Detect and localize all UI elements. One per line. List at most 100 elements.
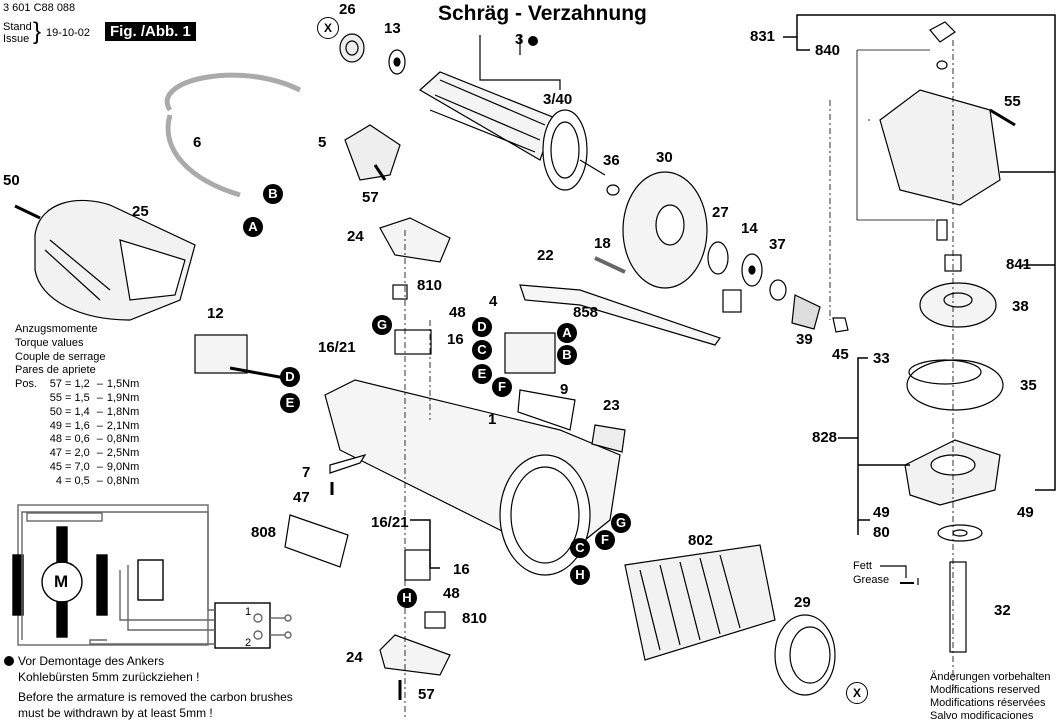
part-label-13[interactable]: 13 bbox=[384, 20, 401, 37]
torque-dash: – bbox=[96, 433, 103, 446]
part-label-55[interactable]: 55 bbox=[1004, 93, 1021, 110]
part-label-16-top[interactable]: 16 bbox=[447, 331, 464, 348]
torque-position: 45 bbox=[49, 460, 62, 473]
torque-row: 45=7,0–9,0Nm bbox=[15, 461, 142, 475]
part-label-26[interactable]: 26 bbox=[339, 1, 356, 18]
part-label-48-top[interactable]: 48 bbox=[449, 304, 466, 321]
part-label-47[interactable]: 47 bbox=[293, 489, 310, 506]
connector-d-switch[interactable]: D bbox=[472, 317, 492, 337]
part-label-36[interactable]: 36 bbox=[603, 152, 620, 169]
connector-b-switch[interactable]: B bbox=[557, 345, 577, 365]
torque-heading-de: Anzugsmomente bbox=[15, 323, 98, 335]
part-label-49-right[interactable]: 49 bbox=[1017, 504, 1034, 521]
part-label-48-bottom[interactable]: 48 bbox=[443, 585, 460, 602]
connector-f-switch[interactable]: F bbox=[492, 377, 512, 397]
connector-c-switch[interactable]: C bbox=[472, 340, 492, 360]
connector-b-cord[interactable]: B bbox=[263, 184, 283, 204]
part-label-16-21-bottom[interactable]: 16/21 bbox=[371, 514, 409, 531]
part-label-30[interactable]: 30 bbox=[656, 149, 673, 166]
part-label-57-top[interactable]: 57 bbox=[362, 189, 379, 206]
part-label-29[interactable]: 29 bbox=[794, 594, 811, 611]
torque-equals: = bbox=[65, 447, 72, 460]
connector-e-suppressor[interactable]: E bbox=[280, 393, 300, 413]
connector-a-cord[interactable]: A bbox=[243, 217, 263, 237]
part-label-33[interactable]: 33 bbox=[873, 350, 890, 367]
mod-de: Änderungen vorbehalten bbox=[930, 671, 1051, 683]
part-label-16-21-top[interactable]: 16/21 bbox=[318, 339, 356, 356]
torque-max: 1,5Nm bbox=[106, 378, 140, 391]
field-coil-802 bbox=[624, 544, 836, 696]
connector-d-suppressor[interactable]: D bbox=[280, 367, 300, 387]
part-label-1[interactable]: 1 bbox=[488, 411, 497, 428]
torque-max: 0,8Nm bbox=[106, 433, 140, 446]
torque-dash: – bbox=[96, 474, 103, 487]
fan-part-26 bbox=[339, 33, 406, 75]
part-label-25[interactable]: 25 bbox=[132, 203, 149, 220]
part-label-810-bottom[interactable]: 810 bbox=[462, 610, 488, 627]
connector-a-switch[interactable]: A bbox=[557, 323, 577, 343]
note-de-line1: Vor Demontage des Ankers bbox=[18, 654, 165, 668]
connector-f-field[interactable]: F bbox=[595, 530, 615, 550]
part-label-35[interactable]: 35 bbox=[1020, 377, 1037, 394]
part-label-49-left[interactable]: 49 bbox=[873, 504, 890, 521]
leader-lines bbox=[404, 40, 954, 720]
reference-marker-x-top[interactable]: X bbox=[317, 17, 339, 39]
part-label-4[interactable]: 4 bbox=[489, 293, 498, 310]
part-label-38[interactable]: 38 bbox=[1012, 298, 1029, 315]
torque-position: 47 bbox=[49, 447, 62, 460]
part-label-841[interactable]: 841 bbox=[1006, 256, 1032, 273]
part-label-12[interactable]: 12 bbox=[207, 305, 224, 322]
part-label-57-bottom[interactable]: 57 bbox=[418, 686, 435, 703]
part-label-14[interactable]: 14 bbox=[741, 220, 758, 237]
part-label-802[interactable]: 802 bbox=[688, 532, 714, 549]
connector-e-switch[interactable]: E bbox=[472, 364, 492, 384]
motor-symbol: M bbox=[54, 572, 69, 591]
part-label-828[interactable]: 828 bbox=[812, 429, 838, 446]
switch-cover-24 bbox=[194, 217, 721, 380]
part-label-27[interactable]: 27 bbox=[712, 204, 729, 221]
part-label-45[interactable]: 45 bbox=[832, 346, 849, 363]
part-label-7[interactable]: 7 bbox=[302, 464, 311, 481]
part-label-50[interactable]: 50 bbox=[3, 172, 20, 189]
part-label-18[interactable]: 18 bbox=[594, 235, 611, 252]
part-label-3-40[interactable]: 3/40 bbox=[543, 91, 573, 108]
part-label-858[interactable]: 858 bbox=[573, 304, 599, 321]
torque-equals: = bbox=[65, 405, 72, 418]
part-label-6[interactable]: 6 bbox=[193, 134, 202, 151]
torque-row: 55=1,5–1,9Nm bbox=[15, 392, 142, 406]
connector-g-field[interactable]: G bbox=[611, 513, 631, 533]
torque-position: 50 bbox=[49, 405, 62, 418]
bullet-icon bbox=[4, 656, 14, 666]
torque-row: 4=0,5–0,8Nm bbox=[15, 475, 142, 489]
part-label-808[interactable]: 808 bbox=[251, 524, 277, 541]
connector-c-field[interactable]: C bbox=[570, 538, 590, 558]
torque-heading-en: Torque values bbox=[15, 336, 84, 349]
part-label-5[interactable]: 5 bbox=[318, 134, 327, 151]
connector-h-brush[interactable]: H bbox=[397, 588, 417, 608]
part-label-810-top[interactable]: 810 bbox=[417, 277, 443, 294]
torque-position: 49 bbox=[49, 419, 62, 432]
part-label-24-top[interactable]: 24 bbox=[347, 228, 364, 245]
torque-row: 50=1,4–1,8Nm bbox=[15, 406, 142, 420]
part-label-3[interactable]: 3 bbox=[515, 31, 524, 48]
part-label-37[interactable]: 37 bbox=[769, 236, 786, 253]
torque-equals: = bbox=[65, 391, 72, 404]
connector-g-brush[interactable]: G bbox=[372, 315, 392, 335]
part-label-22[interactable]: 22 bbox=[537, 247, 554, 264]
cord-and-plug bbox=[164, 72, 401, 198]
reference-marker-x-bottom[interactable]: X bbox=[846, 682, 868, 704]
torque-pos-label bbox=[15, 433, 48, 447]
part-label-831[interactable]: 831 bbox=[750, 28, 776, 45]
part-label-840[interactable]: 840 bbox=[815, 42, 841, 59]
connector-h-field[interactable]: H bbox=[570, 565, 590, 585]
part-label-24-bottom[interactable]: 24 bbox=[346, 649, 363, 666]
part-label-32[interactable]: 32 bbox=[994, 602, 1011, 619]
part-label-9[interactable]: 9 bbox=[560, 381, 569, 398]
part-label-39[interactable]: 39 bbox=[796, 331, 813, 348]
stand-label: Stand bbox=[3, 21, 32, 33]
part-label-16-bottom[interactable]: 16 bbox=[453, 561, 470, 578]
part-label-80[interactable]: 80 bbox=[873, 524, 890, 541]
part-label-23[interactable]: 23 bbox=[603, 397, 620, 414]
issue-label: Issue bbox=[3, 33, 30, 45]
torque-dash: – bbox=[96, 460, 103, 473]
